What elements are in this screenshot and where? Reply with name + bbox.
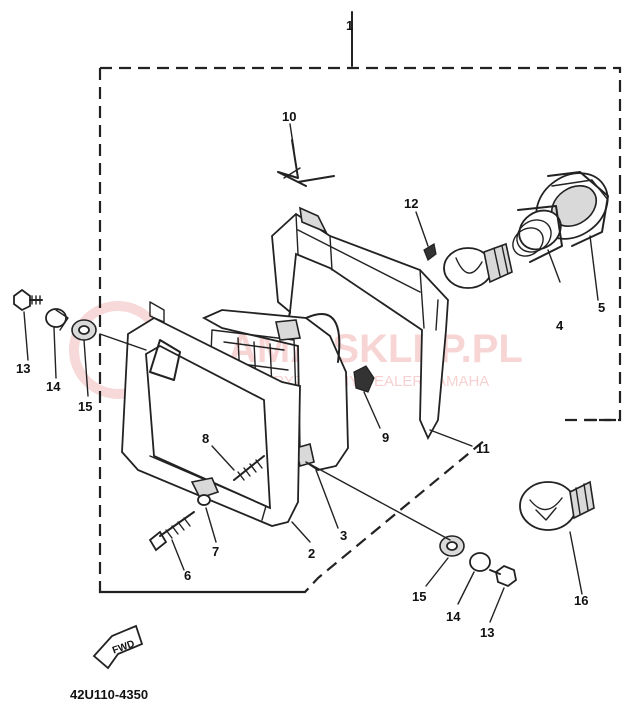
callout-13-right: 13 xyxy=(480,625,494,640)
grommet-right xyxy=(439,535,465,557)
callout-4: 4 xyxy=(556,318,564,333)
assembly-boundary xyxy=(98,66,622,594)
callout-11: 11 xyxy=(476,441,490,456)
callout-3: 3 xyxy=(340,528,347,543)
callout-5: 5 xyxy=(598,300,605,315)
callout-14-right: 14 xyxy=(446,609,461,624)
bulb-socket-part xyxy=(512,205,563,263)
callout-9: 9 xyxy=(382,430,389,445)
callout-2: 2 xyxy=(308,546,315,561)
callout-labels: 1 10 12 5 4 9 11 8 3 2 7 6 13 14 15 15 1… xyxy=(16,18,605,640)
headlight-rim xyxy=(121,301,301,527)
callout-15-right: 15 xyxy=(412,589,426,604)
long-screw-part xyxy=(148,511,195,552)
callout-16: 16 xyxy=(574,593,588,608)
leader-lines xyxy=(23,123,599,623)
headlight-bulb xyxy=(443,242,513,289)
collar-left xyxy=(45,308,69,331)
fwd-arrow: FWD xyxy=(92,624,144,670)
clip-part xyxy=(277,139,335,187)
callout-10: 10 xyxy=(282,109,296,124)
callout-15-left: 15 xyxy=(78,399,92,414)
adjuster-nut-part xyxy=(353,365,375,393)
small-screw-part xyxy=(415,211,437,261)
adjusting-screw-part xyxy=(233,455,265,481)
callout-13-left: 13 xyxy=(16,361,30,376)
callout-reference: 1 xyxy=(346,18,353,33)
washer-part-7 xyxy=(197,494,211,506)
replacement-bulb-part xyxy=(519,480,595,531)
part-code: 42U110-4350 xyxy=(70,687,148,702)
callout-6: 6 xyxy=(184,568,191,583)
callout-14-left: 14 xyxy=(46,379,61,394)
callout-12: 12 xyxy=(404,196,418,211)
callout-7: 7 xyxy=(212,544,219,559)
callout-8: 8 xyxy=(202,431,209,446)
bolt-right xyxy=(489,564,517,588)
headlight-case xyxy=(271,206,449,441)
collar-right xyxy=(469,552,491,572)
grommet-left xyxy=(71,319,97,341)
bolt-left xyxy=(13,288,43,312)
